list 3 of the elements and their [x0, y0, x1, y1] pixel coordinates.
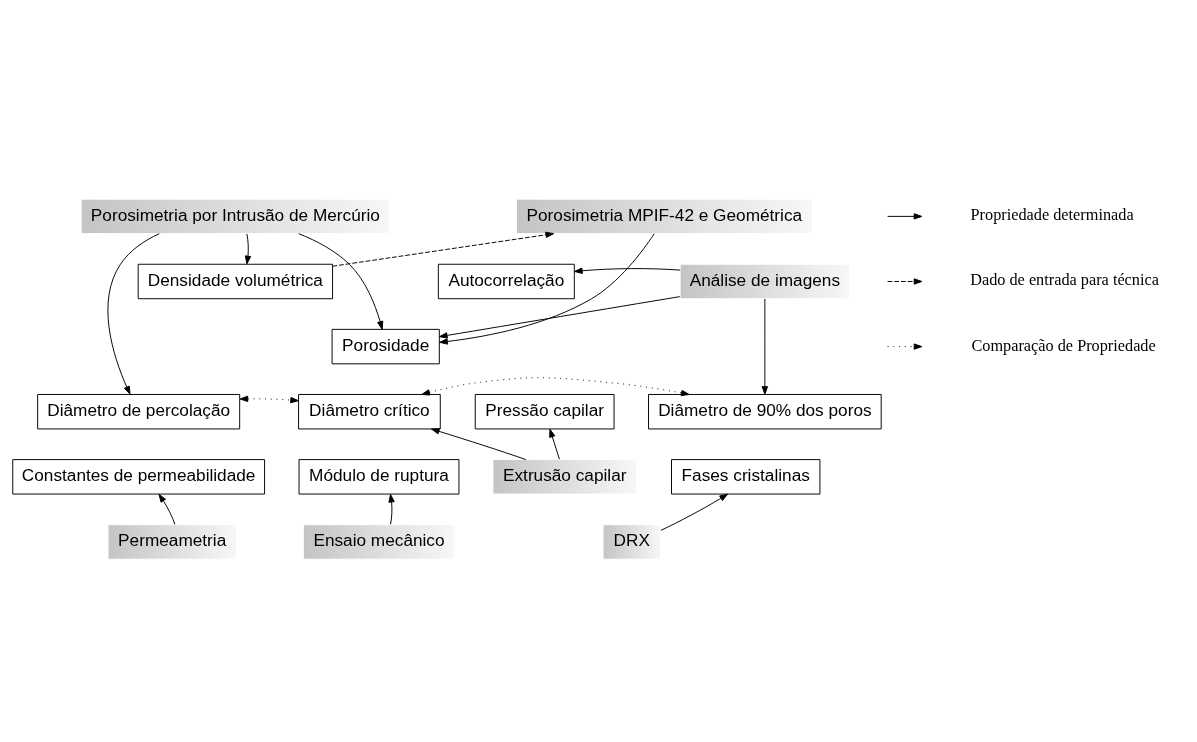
legend-label: Dado de entrada para técnica — [970, 270, 1159, 289]
legend-label: Comparação de Propriedade — [971, 336, 1156, 355]
legend-label: Propriedade determinada — [970, 205, 1134, 224]
